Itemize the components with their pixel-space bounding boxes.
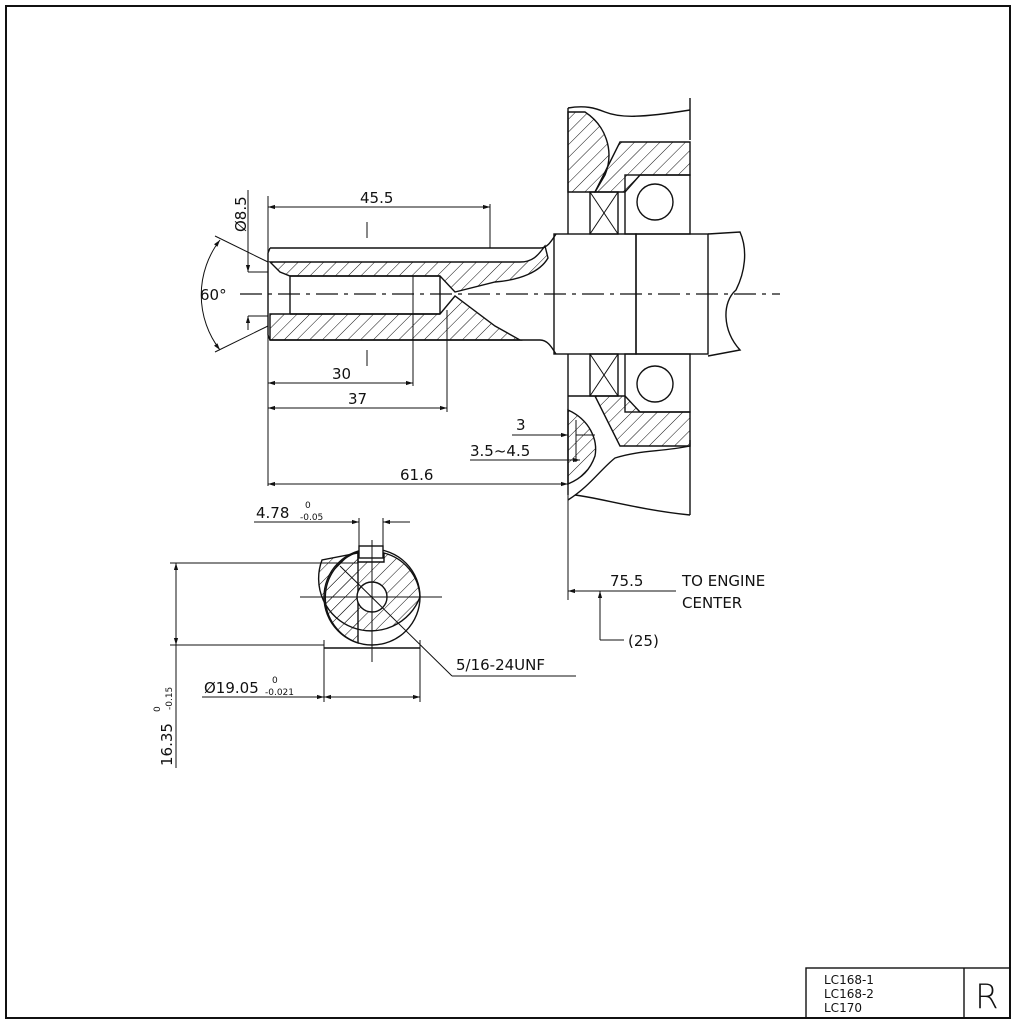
dim-flat-lower: -0.15 (165, 687, 175, 710)
dim-61-6: 61.6 (400, 466, 433, 484)
dim-75-5: 75.5 (610, 572, 643, 590)
dim-3: 3 (516, 416, 526, 434)
dim-30: 30 (332, 365, 351, 383)
dim-key-width-lower: -0.05 (300, 513, 323, 523)
dim-flat-upper: 0 (153, 706, 163, 712)
to-engine-label-1: TO ENGINE (681, 572, 765, 590)
section-dimensions: 4.78 0 -0.05 16.35 0 -0.15 Ø19.05 0 -0.0… (153, 501, 421, 768)
shaft-side-view (240, 222, 780, 366)
revision-mark: R (975, 977, 999, 1017)
side-view-dimensions: 45.5 30 37 3 3.5~4.5 61.6 Ø8.5 60° 75.5 … (200, 189, 765, 650)
shaft-end-section: 5/16-24UNF (300, 540, 576, 677)
dim-angle: 60° (200, 286, 227, 304)
dim-45-5: 45.5 (360, 189, 393, 207)
dim-key-width: 4.78 (256, 504, 289, 522)
thread-spec: 5/16-24UNF (456, 656, 545, 674)
model-2: LC168-2 (824, 987, 874, 1001)
title-block: LC168-1 LC168-2 LC170 R (805, 967, 1011, 1019)
model-1: LC168-1 (824, 973, 874, 987)
dim-shaft-dia-upper: 0 (272, 676, 278, 686)
dim-37: 37 (348, 390, 367, 408)
dim-center-hole-dia: Ø8.5 (232, 196, 250, 232)
dim-shaft-dia: Ø19.05 (204, 679, 259, 697)
crankcase-section (567, 98, 691, 516)
dim-flat: 16.35 (158, 723, 176, 766)
dim-shaft-dia-lower: -0.021 (265, 688, 294, 698)
to-engine-label-2: CENTER (682, 594, 742, 612)
sheet-border (5, 5, 1011, 1019)
model-3: LC170 (824, 1001, 862, 1015)
dim-offset-25: (25) (628, 632, 659, 650)
dim-key-width-upper: 0 (305, 501, 311, 511)
dim-3-5-4-5: 3.5~4.5 (470, 442, 530, 460)
